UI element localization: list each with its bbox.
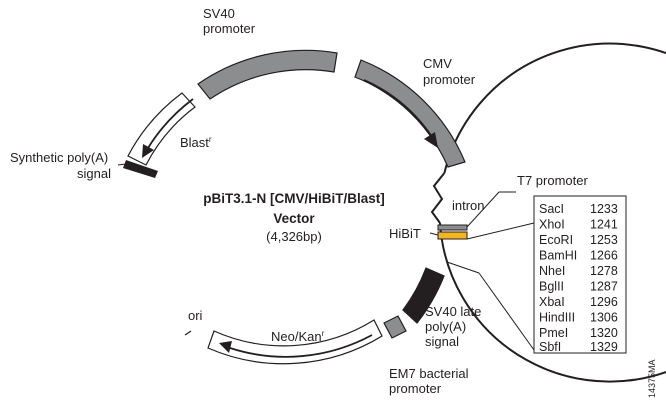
- site-enzyme: SacI: [539, 202, 564, 216]
- site-position: 1241: [590, 218, 618, 232]
- intron-squiggle: [430, 172, 446, 224]
- site-position: 1287: [590, 280, 618, 294]
- site-enzyme: SbfI: [539, 340, 561, 354]
- t7-leader: [466, 191, 500, 228]
- plasmid-size: (4,326bp): [266, 229, 322, 244]
- site-enzyme: HindIII: [539, 311, 575, 325]
- em7-promoter-label-2: promoter: [389, 381, 442, 396]
- site-position: 1266: [590, 249, 618, 263]
- sv40-promoter-segment: [197, 49, 338, 100]
- synthetic-polya-leader: [117, 163, 127, 166]
- mcs-leader-bottom: [446, 261, 480, 274]
- hibit-segment: [437, 231, 468, 240]
- sv40-late-polya-label: SV40 late: [425, 304, 481, 319]
- mcs-leader-top: [466, 222, 535, 240]
- site-position: 1306: [590, 311, 618, 325]
- blast-label: Blastr: [180, 135, 212, 150]
- site-enzyme: XbaI: [539, 295, 565, 309]
- site-enzyme: NheI: [539, 264, 565, 278]
- site-enzyme: XhoI: [539, 218, 565, 232]
- site-enzyme: BglII: [539, 280, 564, 294]
- synthetic-polya-segment: [123, 160, 158, 178]
- mcs-leader-bottom2: [478, 272, 535, 351]
- cmv-direction-arrow: [363, 79, 433, 138]
- sv40-promoter-label-2: promoter: [203, 21, 256, 36]
- site-enzyme: EcoRI: [539, 233, 573, 247]
- blast-direction-arrow: [147, 98, 194, 149]
- restriction-site-list: SacI 1233 XhoI 1241 EcoRI 1253 BamHI 126…: [539, 202, 618, 354]
- backbone-circle: [439, 42, 666, 383]
- restriction-site-box: [533, 195, 627, 354]
- sv40-late-polya-segment: [402, 267, 445, 324]
- cmv-promoter-label: CMV: [423, 56, 452, 71]
- blast-arrowhead: [142, 144, 154, 158]
- sv40-late-polya-label-3: signal: [425, 334, 459, 349]
- site-enzyme: BamHI: [539, 249, 577, 263]
- hibit-label: HiBiT: [389, 226, 421, 241]
- site-position: 1233: [590, 202, 618, 216]
- t7-promoter-label: T7 promoter: [517, 173, 588, 188]
- synthetic-polya-label-2: signal: [77, 166, 111, 181]
- ori-tick: [184, 330, 192, 336]
- ori-label: ori: [188, 308, 203, 323]
- site-position: 1278: [590, 264, 618, 278]
- plasmid-name: pBiT3.1-N [CMV/HiBiT/Blast]: [203, 191, 385, 206]
- em7-promoter-segment: [383, 315, 407, 339]
- hibit-leader: [429, 232, 439, 236]
- synthetic-polya-label: Synthetic poly(A): [10, 150, 108, 165]
- cmv-promoter-segment: [354, 59, 466, 168]
- site-position: 1253: [590, 233, 618, 247]
- site-position: 1320: [590, 326, 618, 340]
- neo-kan-label: Neo/Kanr: [271, 329, 325, 344]
- plasmid-name-line2: Vector: [273, 211, 315, 226]
- cmv-promoter-label-2: promoter: [423, 72, 476, 87]
- site-position: 1296: [590, 295, 618, 309]
- sv40-late-polya-label-2: poly(A): [425, 319, 466, 334]
- t7-promoter-box: [437, 224, 468, 231]
- site-position: 1329: [590, 340, 618, 354]
- neo-kan-arrowhead: [219, 341, 232, 353]
- cmv-arrowhead: [424, 132, 438, 148]
- em7-promoter-label: EM7 bacterial: [389, 366, 469, 381]
- intron-label: intron: [452, 198, 485, 213]
- site-enzyme: PmeI: [539, 326, 568, 340]
- figure-code: 14375MA: [647, 359, 657, 398]
- sv40-promoter-label: SV40: [203, 6, 235, 21]
- neo-kan-direction-arrow: [229, 334, 373, 358]
